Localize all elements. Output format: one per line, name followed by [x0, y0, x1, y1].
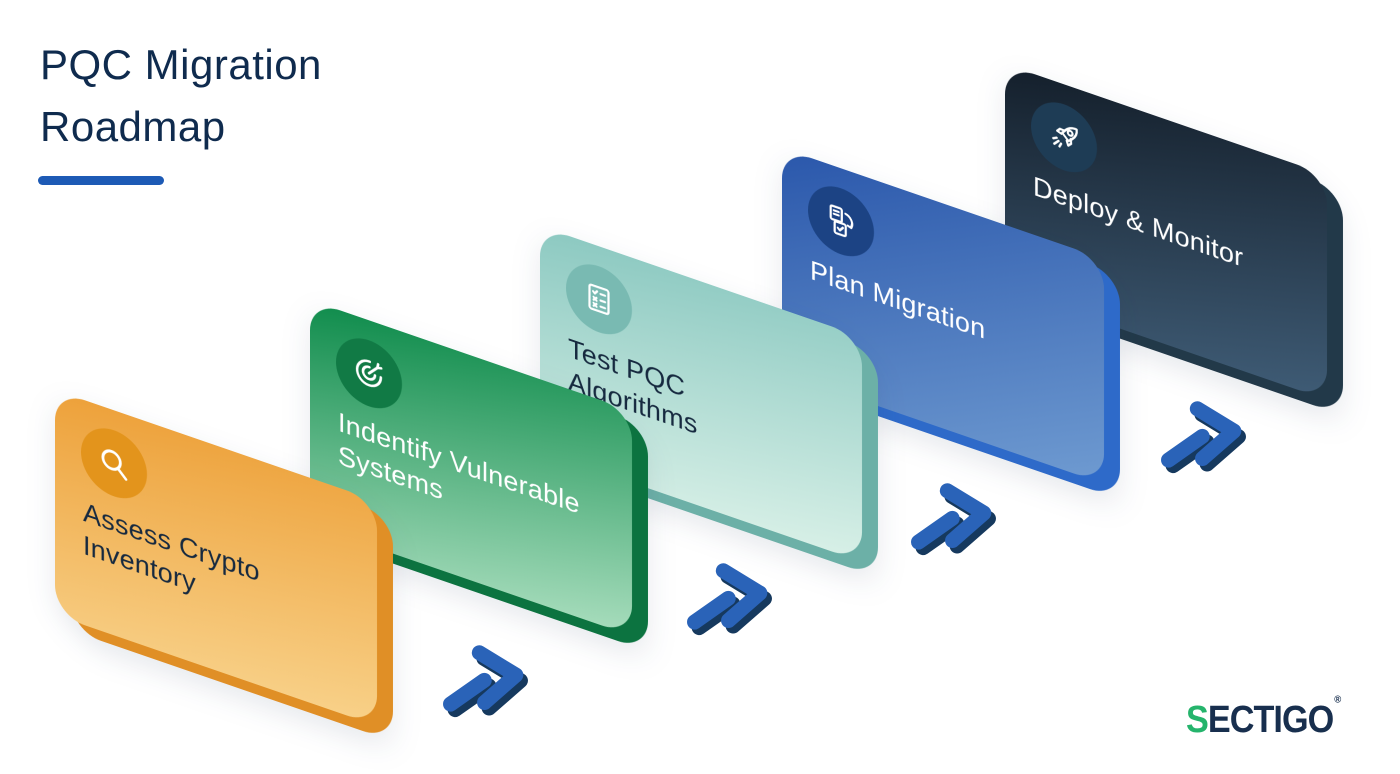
step-card-plan-migration: Plan Migration	[782, 148, 1104, 484]
step-card-test-pqc-algorithms: Test PQC Algorithms	[540, 226, 862, 562]
step-card-deploy-and-monitor: Deploy & Monitor	[1005, 64, 1327, 400]
sectigo-logo: SECTIGO®	[1186, 694, 1341, 741]
page-title: PQC Migration Roadmap	[40, 34, 322, 158]
page-title-line2: Roadmap	[40, 103, 226, 150]
card-face: Deploy & Monitor	[1005, 64, 1327, 400]
registered-mark: ®	[1334, 694, 1342, 706]
search-icon	[81, 418, 147, 508]
checklist-icon	[566, 254, 632, 344]
target-dart-icon	[336, 328, 402, 418]
rocket-icon	[1031, 92, 1097, 182]
page-title-line1: PQC Migration	[40, 41, 322, 88]
card-face: Test PQC Algorithms	[540, 226, 862, 562]
arrow-icon	[911, 483, 996, 556]
card-face: Indentify Vulnerable Systems	[310, 300, 632, 636]
step-card-assess-crypto-inventory: Assess Crypto Inventory	[55, 390, 377, 726]
card-face: Assess Crypto Inventory	[55, 390, 377, 726]
logo-wordmark: ECTIGO	[1207, 697, 1334, 741]
step-card-identify-vulnerable-systems: Indentify Vulnerable Systems	[310, 300, 632, 636]
step-label: Assess Crypto Inventory	[83, 496, 260, 599]
logo-prefix: S	[1186, 697, 1209, 741]
arrow-icon	[1161, 401, 1246, 474]
title-accent-bar	[38, 176, 164, 185]
card-face: Plan Migration	[782, 148, 1104, 484]
arrow-icon	[443, 645, 528, 718]
document-migration-icon	[808, 176, 874, 266]
arrow-icon	[687, 563, 772, 636]
